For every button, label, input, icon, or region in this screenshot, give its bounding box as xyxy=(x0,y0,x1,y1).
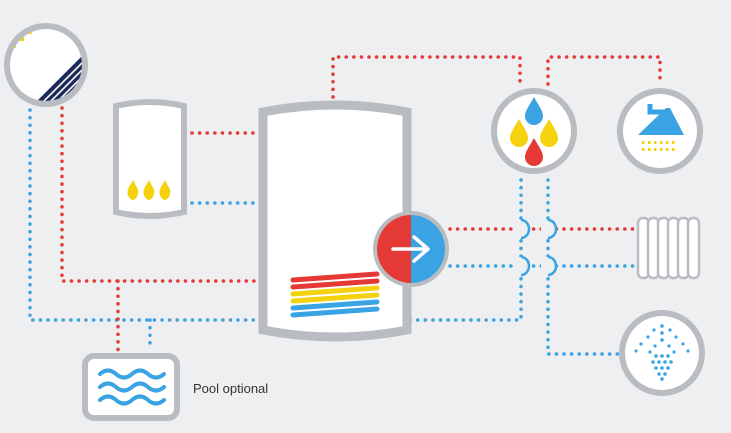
shower-hot-pipe xyxy=(546,55,662,86)
solar-collector xyxy=(4,23,88,107)
heating-coil xyxy=(290,271,380,318)
drops-icon xyxy=(510,97,558,166)
pool xyxy=(82,353,180,421)
dhw-hot-pipe xyxy=(331,55,522,99)
storage-tank xyxy=(258,100,412,342)
waves-icon xyxy=(98,368,166,406)
heat-exchanger xyxy=(373,211,449,287)
solar-cold-pipe xyxy=(28,108,292,322)
radiator-icon xyxy=(636,216,701,280)
arrow-right-icon xyxy=(391,235,430,263)
shower xyxy=(617,88,703,174)
pipe-crossings xyxy=(514,218,558,277)
shower-icon xyxy=(638,104,684,151)
floor-heating xyxy=(619,310,705,396)
boiler xyxy=(113,99,187,219)
floor-cold-pipe xyxy=(546,178,622,356)
mixing-valve xyxy=(491,88,577,174)
pool-optional-label: Pool optional xyxy=(193,381,269,396)
flame-icon xyxy=(127,180,171,200)
fountain-icon xyxy=(634,324,690,381)
radiator xyxy=(636,216,701,280)
